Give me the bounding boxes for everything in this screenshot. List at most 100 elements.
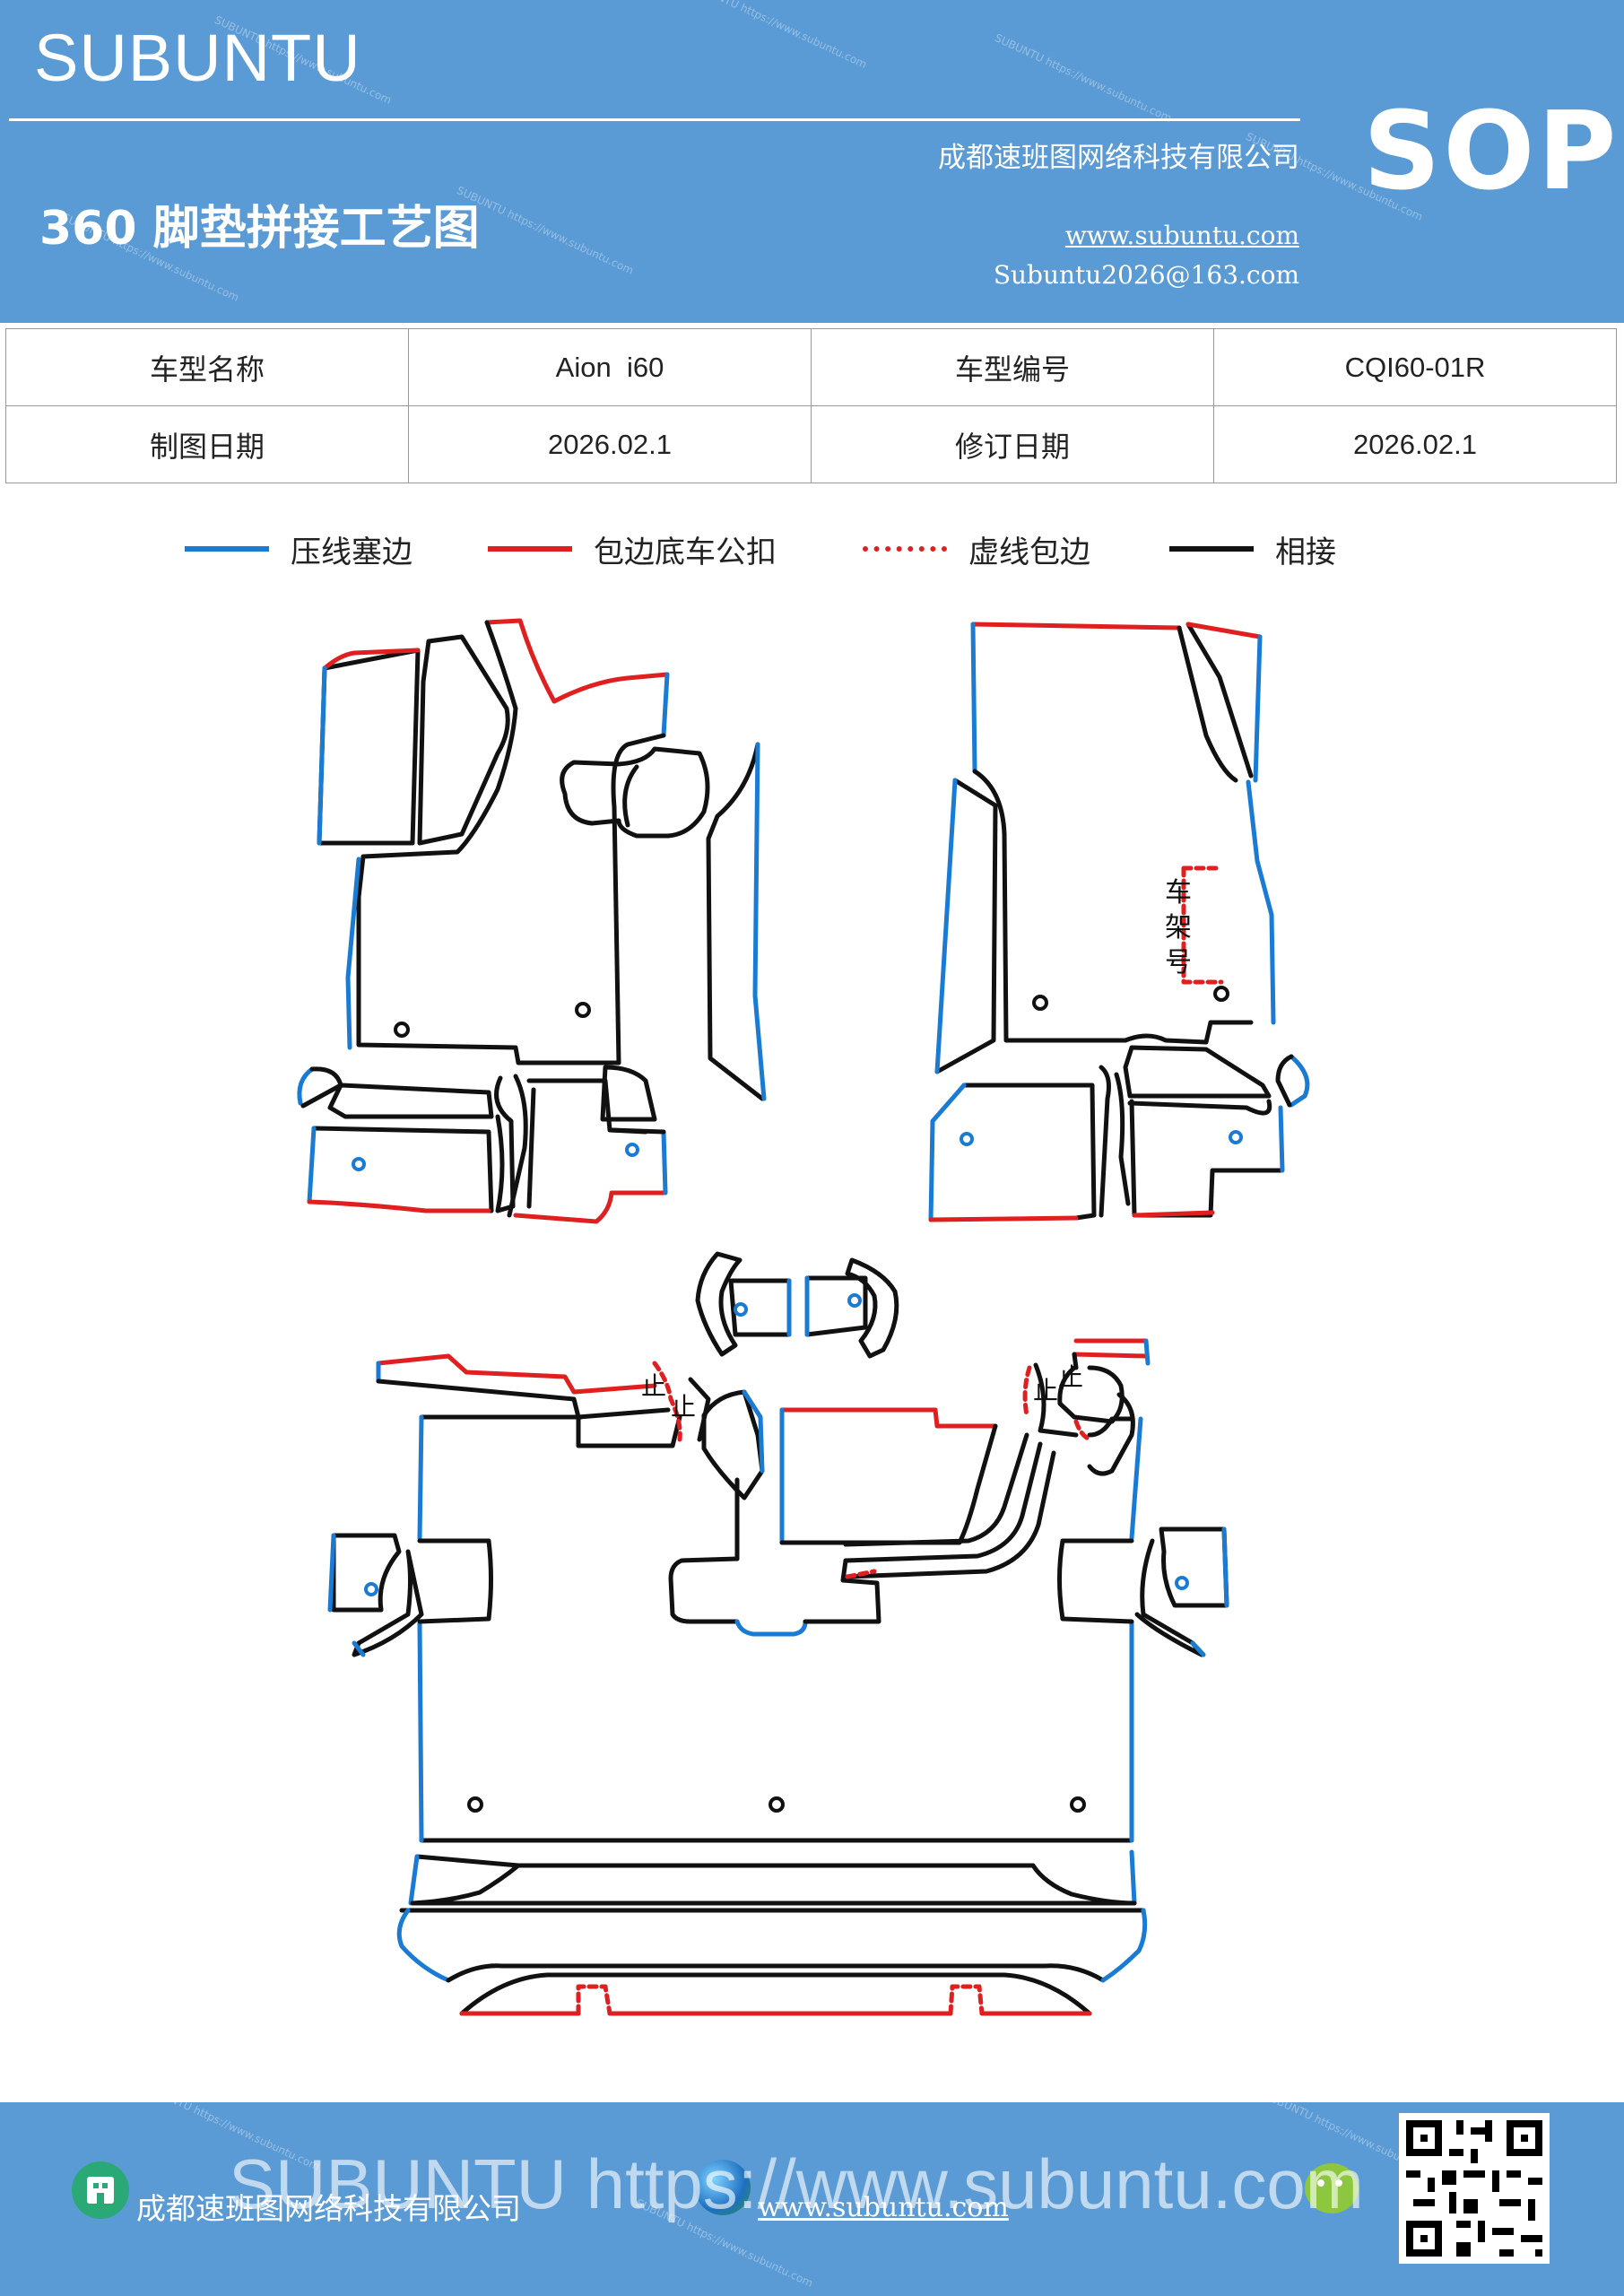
mat-piece-edge-red: [1022, 1365, 1092, 1442]
mat-piece-edge-blue: [396, 1908, 451, 1983]
contact-email[interactable]: Subuntu2026@163.com: [993, 260, 1299, 290]
mat-piece-outline: [317, 648, 421, 846]
mat-piece-edge-blue: [1129, 1849, 1137, 1906]
mat-hole: [467, 1796, 483, 1813]
sop-badge: SOP: [1363, 90, 1620, 214]
model-code-value: CQI60-01R: [1213, 328, 1617, 406]
website-link[interactable]: www.subuntu.com: [1064, 221, 1299, 250]
mat-piece-edge-blue: [297, 1066, 315, 1106]
mat-piece-outline: [376, 1378, 671, 1420]
mat-piece-outline: [701, 1389, 765, 1500]
legend-label: 包边底车公扣: [594, 534, 777, 570]
mat-hole: [847, 1293, 862, 1308]
mat-piece-outline: [934, 778, 998, 1074]
mat-piece-outline: [1123, 1045, 1272, 1099]
mat-hole: [1032, 995, 1048, 1011]
vin-window-edge: [1181, 865, 1224, 985]
mat-hole: [1213, 986, 1229, 1002]
mat-piece-edge-blue: [1190, 1640, 1206, 1657]
mat-piece-edge-red: [484, 618, 670, 704]
vin-label-char: 号: [1165, 947, 1192, 978]
mat-hole: [1070, 1796, 1086, 1813]
mat-piece-edge-red: [652, 1361, 682, 1442]
mat-piece-edge-blue: [928, 1083, 967, 1222]
header-banner: SUBUNTU https://www.subuntu.com SUBUNTU …: [0, 0, 1624, 323]
mat-piece-outline: [803, 1558, 881, 1624]
mat-piece-outline: [1127, 1099, 1272, 1116]
mat-piece-outline: [526, 1087, 536, 1209]
table-row: 制图日期 2026.02.1 修订日期 2026.02.1: [5, 405, 1617, 483]
mat-piece-outline: [419, 1414, 1134, 1843]
footer-website-link[interactable]: www.subuntu.com: [758, 2192, 1009, 2223]
stop-mark: 止: [641, 1371, 666, 1401]
mat-piece-outline: [417, 634, 510, 846]
table-row: 车型名称 Aion i60 车型编号 CQI60-01R: [5, 328, 1617, 406]
mat-piece-edge-blue: [1278, 1105, 1285, 1173]
page-title: 360 脚垫拼接工艺图: [39, 202, 480, 256]
legend-swatch-black: [1169, 546, 1254, 552]
mat-piece-edge-blue: [1221, 1526, 1229, 1608]
legend-label: 虚线包边: [968, 534, 1090, 570]
mat-piece-edge-blue: [345, 857, 361, 1050]
mat-piece-outline: [845, 1257, 899, 1359]
console-pieces-group: [695, 1251, 899, 1359]
model-code-label: 车型编号: [811, 328, 1214, 406]
mat-hole: [364, 1582, 378, 1596]
mat-piece-outline: [1087, 1392, 1135, 1476]
front-left-mat-group: [297, 618, 767, 1224]
mat-piece-outline: [446, 1963, 1106, 1983]
mat-piece-edge-blue: [742, 1389, 765, 1474]
mat-piece-outline: [1072, 1352, 1079, 1370]
stop-mark: 止: [1033, 1376, 1058, 1405]
revision-date-label: 修订日期: [811, 405, 1214, 483]
mat-hole: [769, 1796, 785, 1813]
mat-piece-edge-red: [513, 1190, 666, 1224]
mat-piece-outline: [600, 1065, 657, 1122]
mat-piece-edge-blue: [970, 622, 977, 774]
mat-piece-outline: [526, 1078, 648, 1135]
mat-piece-edge-red: [1185, 622, 1263, 639]
mat-piece-outline: [356, 620, 666, 1065]
mat-piece-outline: [668, 1556, 740, 1624]
mat-piece-edge-blue: [352, 1640, 366, 1657]
mat-piece-outline: [331, 1533, 402, 1613]
company-name: 成都速班图网络科技有限公司: [938, 142, 1299, 174]
legend-label: 相接: [1275, 534, 1336, 570]
stop-mark: 止: [1058, 1362, 1083, 1392]
mat-piece-outline: [507, 1074, 528, 1218]
draw-date-label: 制图日期: [5, 405, 409, 483]
legend-item-press-line: 压线塞边: [185, 524, 413, 574]
legend-swatch-red-dotted: [863, 546, 947, 552]
mat-piece-outline: [728, 1278, 792, 1337]
mat-piece-outline: [494, 1075, 516, 1213]
globe-icon: [695, 2160, 751, 2215]
mat-piece-outline: [560, 746, 710, 839]
legend-label: 压线塞边: [291, 534, 413, 570]
legend-item-edge-buckle: 包边底车公扣: [488, 524, 777, 574]
vin-label-char: 架: [1165, 912, 1192, 944]
mat-piece-edge-blue: [661, 672, 670, 738]
mat-piece-edge-red: [928, 1215, 1079, 1222]
mat-piece-edge-blue: [734, 1619, 808, 1637]
mat-piece-edge-red: [1072, 1352, 1149, 1359]
mat-piece-outline: [1159, 1526, 1229, 1608]
mat-piece-outline: [352, 1549, 424, 1657]
mat-piece-outline: [1114, 1072, 1131, 1206]
mat-piece-outline: [410, 1854, 521, 1906]
qr-code[interactable]: [1399, 2113, 1550, 2264]
mat-hole: [960, 1132, 974, 1146]
mat-piece-edge-red: [779, 1407, 998, 1429]
building-icon: [72, 2161, 129, 2219]
mat-piece-edge-blue: [1289, 1054, 1310, 1108]
mat-piece-outline: [845, 1450, 1056, 1579]
mat-piece-edge-blue: [417, 1621, 424, 1843]
legend-item-joint: 相接: [1169, 524, 1336, 574]
mat-piece-outline: [779, 1423, 998, 1545]
legend-item-dotted-edge: 虚线包边: [863, 524, 1090, 574]
model-name-value: Aion i60: [408, 328, 812, 406]
mat-piece-outline: [327, 1083, 494, 1119]
mat-piece-outline: [706, 742, 765, 1101]
mat-piece-outline: [961, 1083, 1097, 1221]
mat-piece-edge-red: [576, 1984, 985, 2016]
mat-piece-outline: [1185, 622, 1254, 778]
